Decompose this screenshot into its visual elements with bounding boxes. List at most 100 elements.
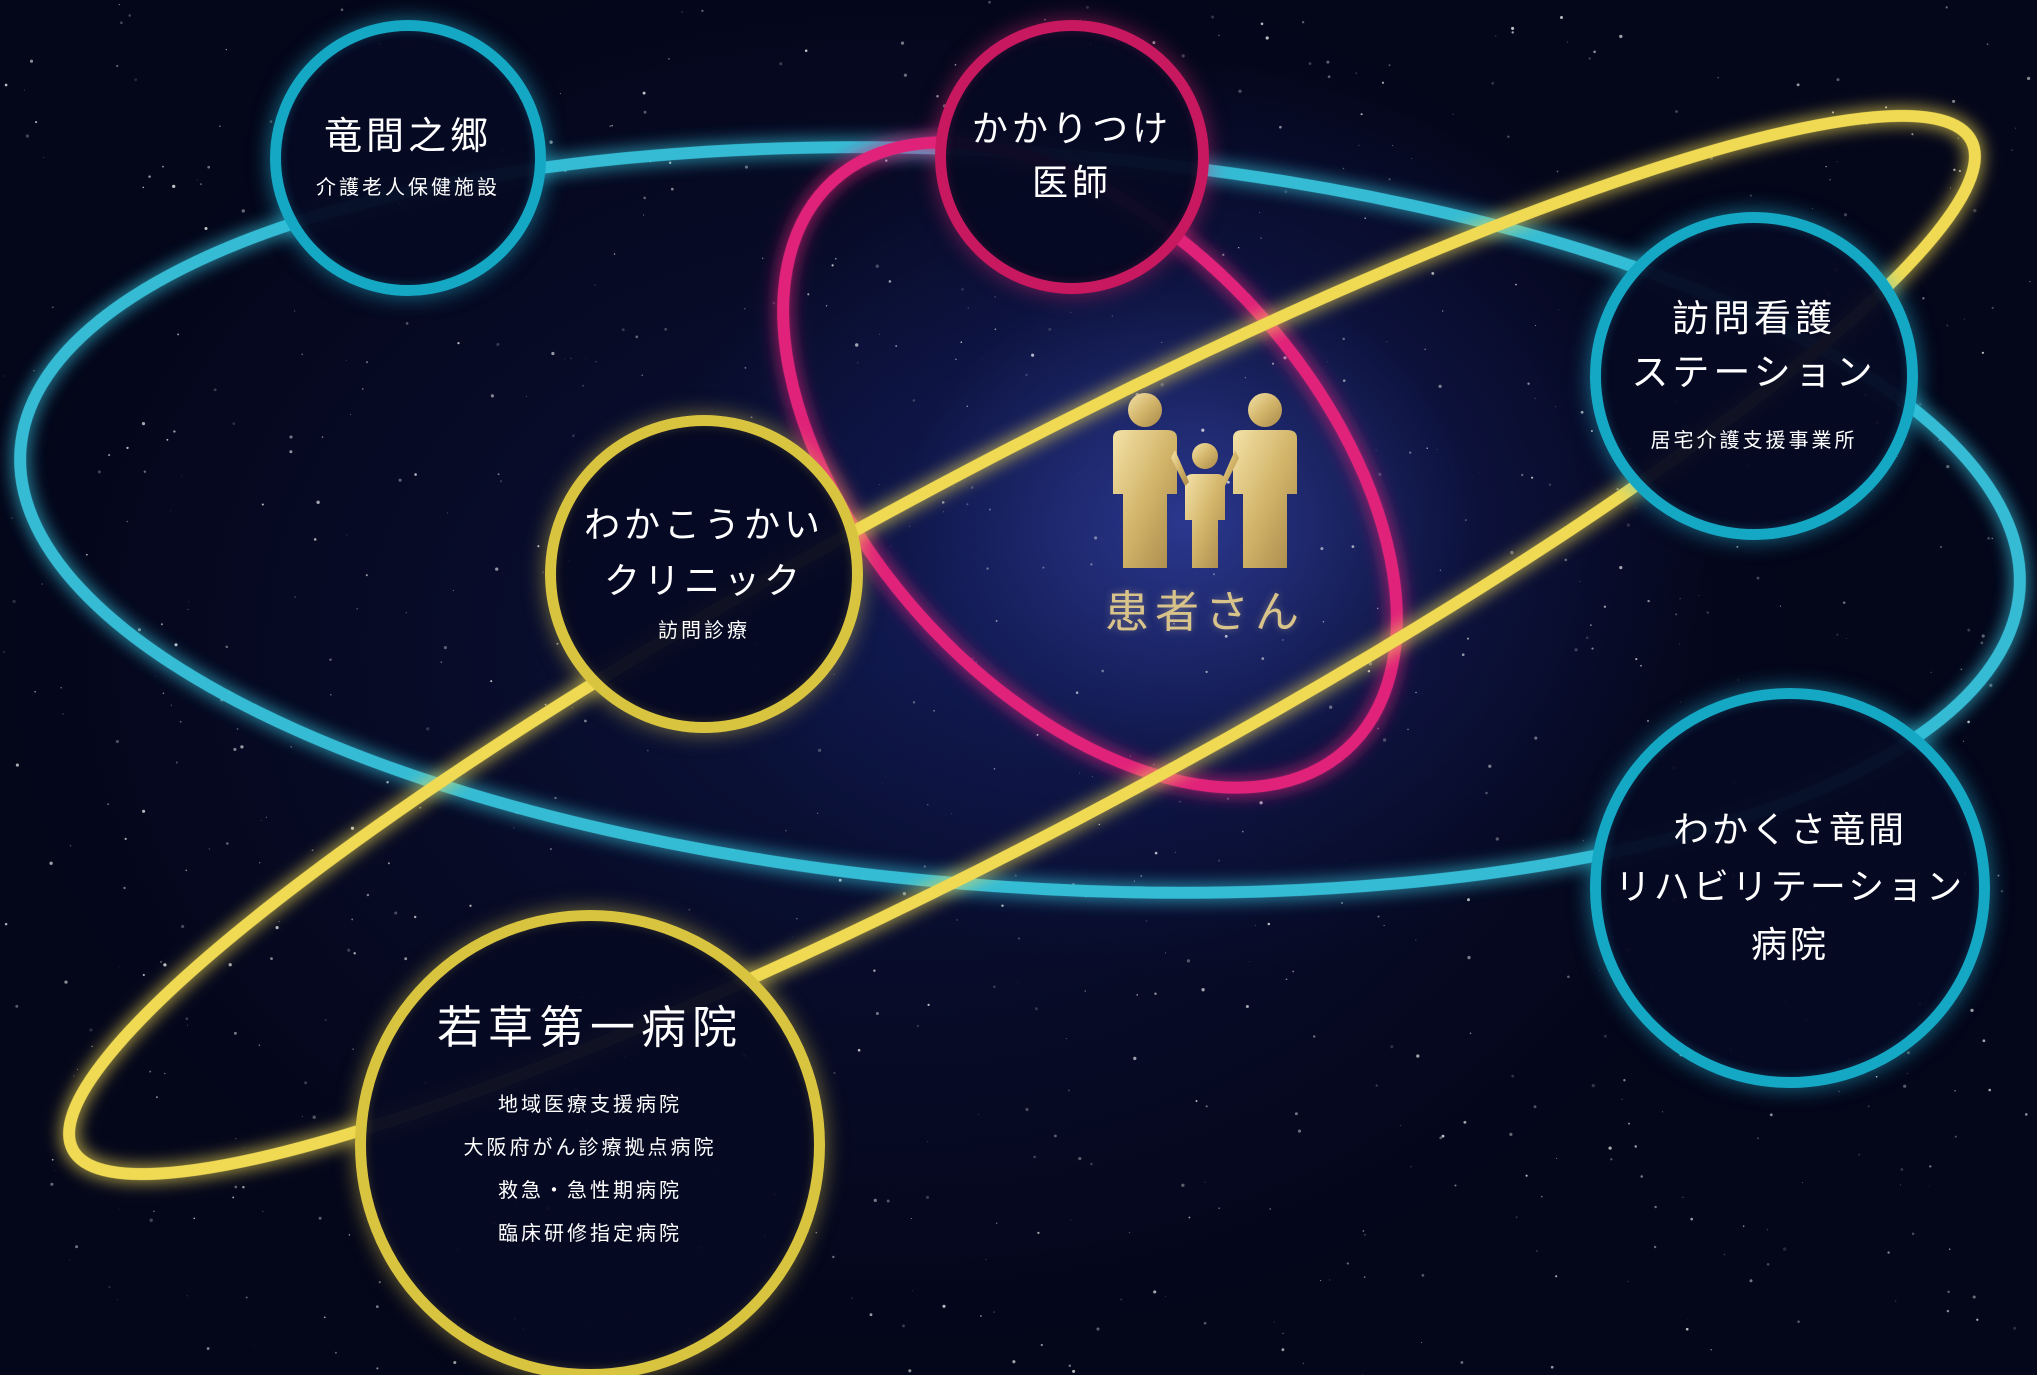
star xyxy=(108,454,111,457)
star xyxy=(15,763,19,767)
star xyxy=(1313,1035,1316,1038)
star xyxy=(1153,1290,1157,1294)
star xyxy=(1260,237,1262,239)
star xyxy=(1201,988,1205,992)
star xyxy=(1478,471,1480,473)
star xyxy=(956,919,958,921)
star xyxy=(1560,16,1563,19)
star xyxy=(294,310,296,312)
star xyxy=(1386,341,1388,343)
star xyxy=(1949,187,1951,189)
star xyxy=(347,948,351,952)
star xyxy=(154,676,156,677)
star xyxy=(1461,653,1465,657)
star xyxy=(301,353,303,355)
star xyxy=(376,1367,379,1370)
node-family-doctor[interactable]: かかりつけ 医師 xyxy=(935,20,1209,294)
node-wakakusa-hospital[interactable]: 若草第一病院 地域医療支援病院 大阪府がん診療拠点病院 救急・急性期病院 臨床研… xyxy=(355,910,825,1375)
star xyxy=(1222,253,1225,256)
star xyxy=(1467,637,1469,640)
star xyxy=(879,483,881,485)
star xyxy=(1939,545,1943,549)
star xyxy=(1044,18,1046,21)
star xyxy=(1377,915,1380,918)
star xyxy=(1297,1129,1302,1133)
star xyxy=(1212,573,1215,576)
star xyxy=(1520,473,1524,477)
star xyxy=(1329,1279,1331,1281)
star xyxy=(186,1295,188,1297)
node-title-line: ステーション xyxy=(1631,350,1877,394)
star xyxy=(1362,1230,1365,1232)
star xyxy=(356,608,358,610)
star xyxy=(885,159,888,162)
star xyxy=(316,500,320,504)
star xyxy=(1836,633,1839,636)
star xyxy=(1843,213,1848,217)
star xyxy=(346,534,348,536)
star xyxy=(1981,351,1984,354)
star xyxy=(108,1285,111,1289)
star xyxy=(1749,1279,1753,1283)
star xyxy=(1531,476,1534,479)
star xyxy=(882,783,883,784)
star xyxy=(490,680,493,683)
star xyxy=(927,1003,930,1007)
star xyxy=(1388,64,1391,67)
star xyxy=(123,886,126,890)
star xyxy=(289,450,293,454)
star xyxy=(259,922,261,924)
star xyxy=(643,196,647,200)
star xyxy=(762,257,764,259)
star xyxy=(994,328,997,331)
star xyxy=(807,293,810,296)
star xyxy=(926,1141,928,1143)
star xyxy=(1635,507,1637,509)
star xyxy=(556,642,559,645)
star xyxy=(226,842,229,845)
star xyxy=(1259,801,1263,805)
star xyxy=(452,589,454,592)
star xyxy=(1903,1084,1907,1088)
star xyxy=(236,728,239,730)
node-rehab-hospital[interactable]: わかくさ竜間 リハビリテーション 病院 xyxy=(1590,688,1990,1088)
node-ryumaguchi[interactable]: 竜間之郷 介護老人保健施設 xyxy=(270,20,546,296)
star xyxy=(744,366,747,369)
star xyxy=(970,486,974,489)
node-visit-nursing[interactable]: 訪問看護 ステーション 居宅介護支援事業所 xyxy=(1590,212,1918,540)
star xyxy=(1567,975,1570,979)
star xyxy=(609,125,612,128)
star xyxy=(1534,397,1536,400)
star xyxy=(245,1296,248,1299)
star xyxy=(497,473,500,476)
star xyxy=(366,361,368,364)
star xyxy=(1634,1145,1637,1148)
star xyxy=(51,1158,54,1161)
star xyxy=(351,918,354,921)
star xyxy=(187,608,189,611)
star xyxy=(41,583,43,585)
star xyxy=(1284,190,1288,194)
star xyxy=(1619,34,1623,39)
star xyxy=(549,848,552,851)
star xyxy=(1084,990,1086,992)
star xyxy=(1796,83,1800,87)
star xyxy=(838,878,842,882)
node-clinic[interactable]: わかこうかい クリニック 訪問診療 xyxy=(545,415,863,733)
star xyxy=(323,1316,326,1319)
star xyxy=(1590,624,1592,626)
star xyxy=(142,973,145,977)
star xyxy=(1962,740,1965,742)
star xyxy=(1181,1183,1185,1187)
star xyxy=(1682,1196,1684,1198)
star xyxy=(1845,637,1847,639)
star xyxy=(75,1245,79,1249)
star xyxy=(496,342,500,347)
node-title: わかこうかい クリニック xyxy=(584,498,824,610)
star xyxy=(24,89,26,91)
star xyxy=(1040,1343,1043,1347)
star xyxy=(1989,683,1993,688)
star xyxy=(1982,1039,1986,1043)
star xyxy=(1441,1134,1445,1138)
node-title-line: リハビリテーション xyxy=(1614,867,1966,909)
